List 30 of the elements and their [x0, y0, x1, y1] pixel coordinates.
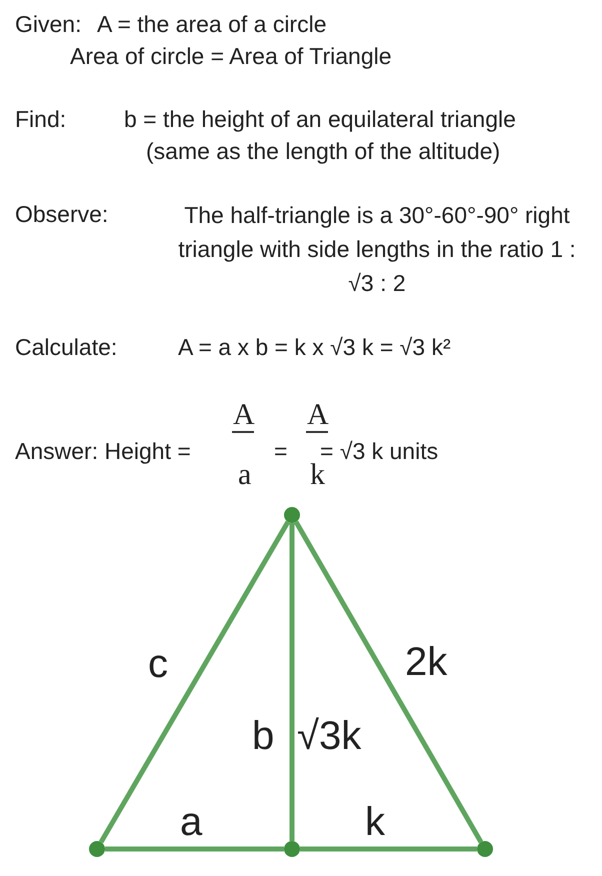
triangle-side [290, 523, 294, 841]
section-heading: Find: [15, 105, 66, 133]
section-heading: Given: [15, 10, 82, 38]
text-line: A = a x b = k x √3 k = √3 k² [178, 333, 451, 361]
text-line: A = the area of a circle [97, 10, 326, 38]
vertex-dot [284, 507, 300, 523]
edge-label: k [365, 800, 385, 844]
text-line: Area of circle = Area of Triangle [70, 42, 392, 70]
denominator: a [238, 458, 252, 492]
equals-sign: = [274, 437, 288, 465]
edge-label: b [252, 714, 274, 758]
triangle-side [98, 520, 290, 844]
vertex-dot [284, 841, 300, 857]
triangle-side [300, 846, 477, 852]
text-line: (same as the length of the altitude) [146, 137, 500, 165]
edge-label: c [148, 642, 168, 686]
section-heading: Answer: Height = [15, 437, 191, 465]
edge-label: 2k [405, 640, 448, 684]
numerator: A [233, 398, 255, 432]
numerator: A [307, 398, 329, 432]
section-heading: Calculate: [15, 333, 118, 361]
text-line: b = the height of an equilateral triangle [124, 105, 516, 133]
vertex-dot [477, 841, 493, 857]
side-length-label: √3k [297, 714, 362, 758]
edge-label: a [180, 800, 202, 844]
triangle-side [105, 846, 284, 852]
triangle-side [294, 520, 484, 844]
section-heading: Observe: [15, 200, 108, 228]
text-line: The half-triangle is a 30°-60°-90° right triangle with side lengths in the ratio 1 : √3 : 2 [177, 201, 577, 298]
vertex-dot [89, 841, 105, 857]
